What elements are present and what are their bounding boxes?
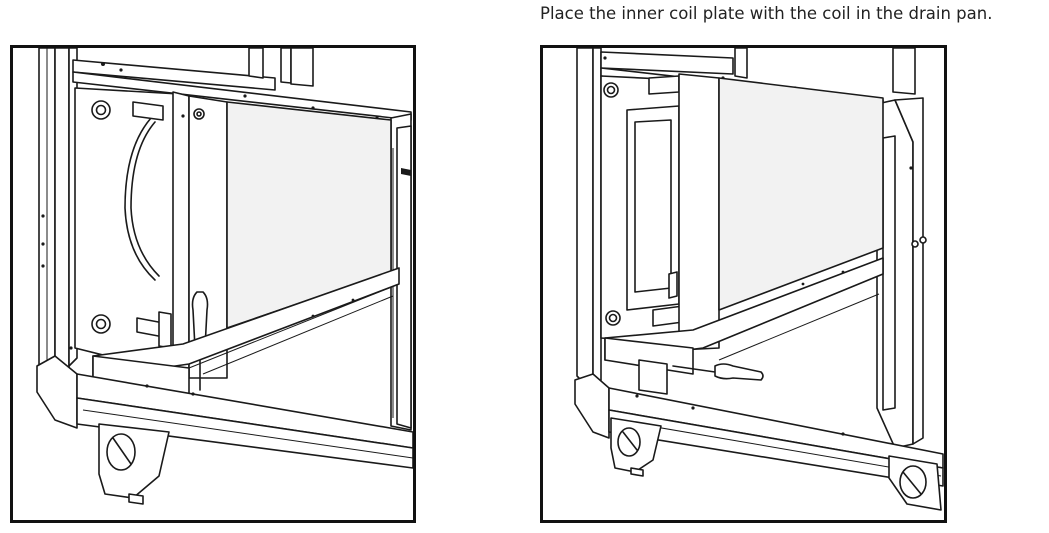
unit-drawing-left (36, 48, 413, 505)
support-foot-icon (98, 423, 170, 505)
drain-pan-icon (92, 267, 400, 395)
support-foot-icon (610, 417, 942, 511)
instruction-caption: Place the inner coil plate with the coil… (540, 4, 993, 23)
pipe-connection-icon (132, 101, 172, 349)
screwdriver-icon (191, 291, 209, 391)
unit-frame-icon (38, 48, 412, 431)
drain-pan-icon (604, 257, 884, 395)
coil-icon (124, 117, 160, 281)
unit-drawing-right (574, 48, 944, 511)
pipe-connection-icon (648, 75, 684, 327)
screwdriver-icon (672, 363, 764, 381)
inner-coil-plate-icon (678, 73, 884, 351)
illustration-step-after (540, 45, 947, 523)
bottom-rail-icon (574, 373, 944, 487)
coil-plate-icon (600, 75, 684, 345)
illustration-step-before (10, 45, 416, 523)
bottom-rail-icon (36, 355, 413, 469)
